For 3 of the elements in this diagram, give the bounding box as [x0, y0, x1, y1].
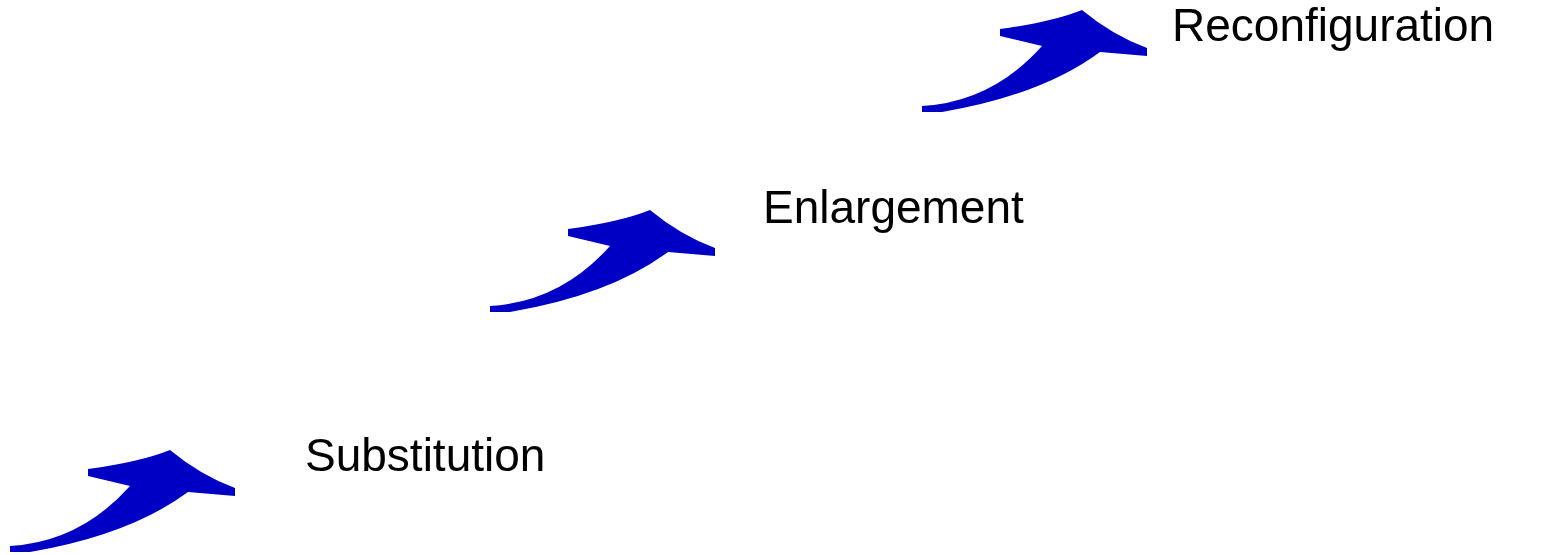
step-label: Enlargement [763, 182, 1024, 233]
step-label: Reconfiguration [1172, 0, 1495, 51]
step-label: Substitution [305, 430, 546, 481]
